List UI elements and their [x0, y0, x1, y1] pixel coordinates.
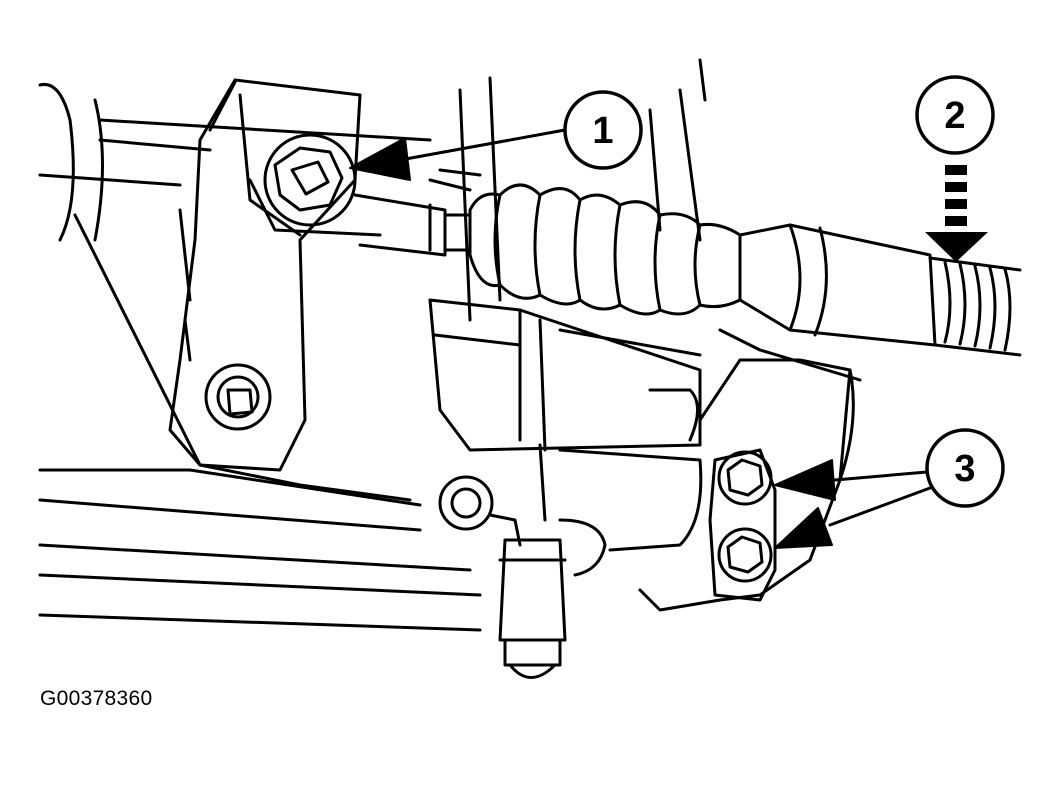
callout-3: 3 — [774, 428, 1005, 549]
pushrod-nut — [248, 133, 382, 237]
figure-id-label: G00378360 — [40, 687, 153, 710]
chassis-frame — [38, 58, 707, 632]
callout-3-arrow-lower — [774, 507, 833, 549]
callout-2-dashed-arrow — [925, 165, 988, 262]
callout-1-arrow — [349, 137, 411, 181]
bleeder-fitting — [438, 443, 607, 679]
transmission-housing — [428, 298, 862, 612]
pushrod — [353, 193, 472, 257]
callout-2-label: 2 — [944, 95, 965, 137]
pushrod-bracket — [168, 78, 362, 472]
callout-1-label: 1 — [592, 110, 613, 152]
mounting-bolts — [708, 448, 777, 602]
callout-3-label: 3 — [954, 448, 975, 490]
rubber-boot — [428, 168, 742, 316]
callout-1: 1 — [349, 90, 643, 181]
callout-2: 2 — [915, 75, 995, 262]
slave-cylinder — [738, 223, 1022, 357]
callout-3-arrow-upper — [774, 459, 836, 501]
